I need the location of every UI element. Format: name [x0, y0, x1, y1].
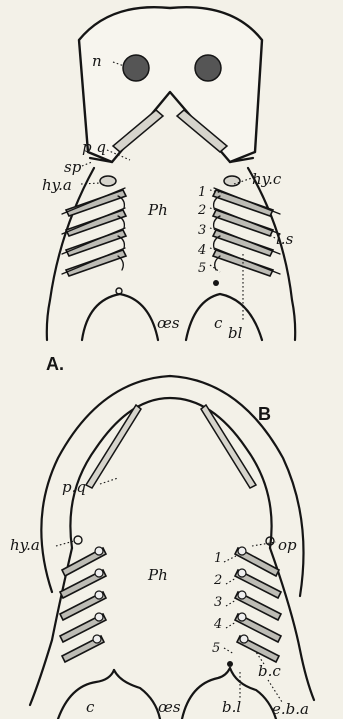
panel-a-right-gill-arches	[213, 188, 280, 276]
panel-a-hyoid-arch-left	[100, 176, 116, 186]
label-a-arch-5: 5	[198, 261, 206, 276]
label-a-bl: bl	[228, 324, 243, 342]
label-a-arch-4: 4	[197, 243, 206, 258]
panel-a-inner-curve-left	[82, 294, 158, 340]
label-a-sp: sp	[64, 158, 82, 176]
label-b-oes: œs	[158, 698, 181, 716]
panel-a-hyoid-arch-right	[224, 176, 240, 186]
label-b-op: op	[278, 536, 297, 554]
label-b-eba: e.b.a	[272, 700, 309, 718]
label-b-ph: Ph	[147, 566, 168, 584]
label-b-arch-1: 1	[214, 551, 222, 566]
label-b-arch-3: 3	[214, 595, 222, 610]
panel-a-inner-curve-right	[186, 294, 262, 340]
label-a-arch-3: 3	[198, 223, 206, 238]
label-b-arch-2: 2	[213, 573, 222, 588]
panel-a-left-gill-arches	[62, 188, 126, 276]
label-a-ph: Ph	[147, 201, 168, 219]
panel-b-hyoid-left	[74, 536, 82, 544]
label-a-n: n	[92, 52, 102, 70]
label-b-arch-4: 4	[213, 617, 222, 632]
label-b-bl: b.l	[222, 698, 241, 716]
panel-b-palatoquadrate-right	[201, 405, 256, 488]
label-a-oes: œs	[157, 314, 180, 332]
panel-a-nasal-capsule-left	[123, 55, 149, 81]
label-a-pq: p q	[82, 138, 106, 156]
panel-b-right-gill-arches	[235, 547, 281, 662]
label-b-c: c	[86, 698, 95, 716]
label-a-arch-2: 2	[197, 203, 206, 218]
label-a-hyc: hy.c	[252, 170, 282, 188]
panel-b-palatoquadrate-left	[86, 405, 141, 488]
panel-b-inner-curve-left-2	[114, 670, 160, 719]
panel-b-basibranchial	[227, 661, 233, 667]
label-b-arch-5: 5	[212, 641, 220, 656]
label-b-pq: p.q	[62, 478, 86, 496]
panel-a-head-outline	[79, 7, 262, 162]
panel-b-letter: B	[258, 404, 271, 424]
panel-a-nasal-capsule-right	[195, 55, 221, 81]
label-b-hya: hy.a	[10, 536, 40, 554]
label-a-ls: l.s	[276, 230, 294, 248]
panel-a-basibranchial-right	[213, 280, 219, 286]
panel-b-left-gill-arches	[60, 547, 106, 662]
panel-a-letter: A.	[46, 354, 64, 374]
label-a-c: c	[214, 314, 223, 332]
label-a-arch-1: 1	[198, 185, 206, 200]
label-a-hya: hy.a	[42, 176, 72, 194]
panel-b-labels: B p.q hy.a Ph op b.c e.b.a c œs b.l 1 2 …	[10, 404, 309, 718]
label-b-bc: b.c	[258, 662, 281, 680]
